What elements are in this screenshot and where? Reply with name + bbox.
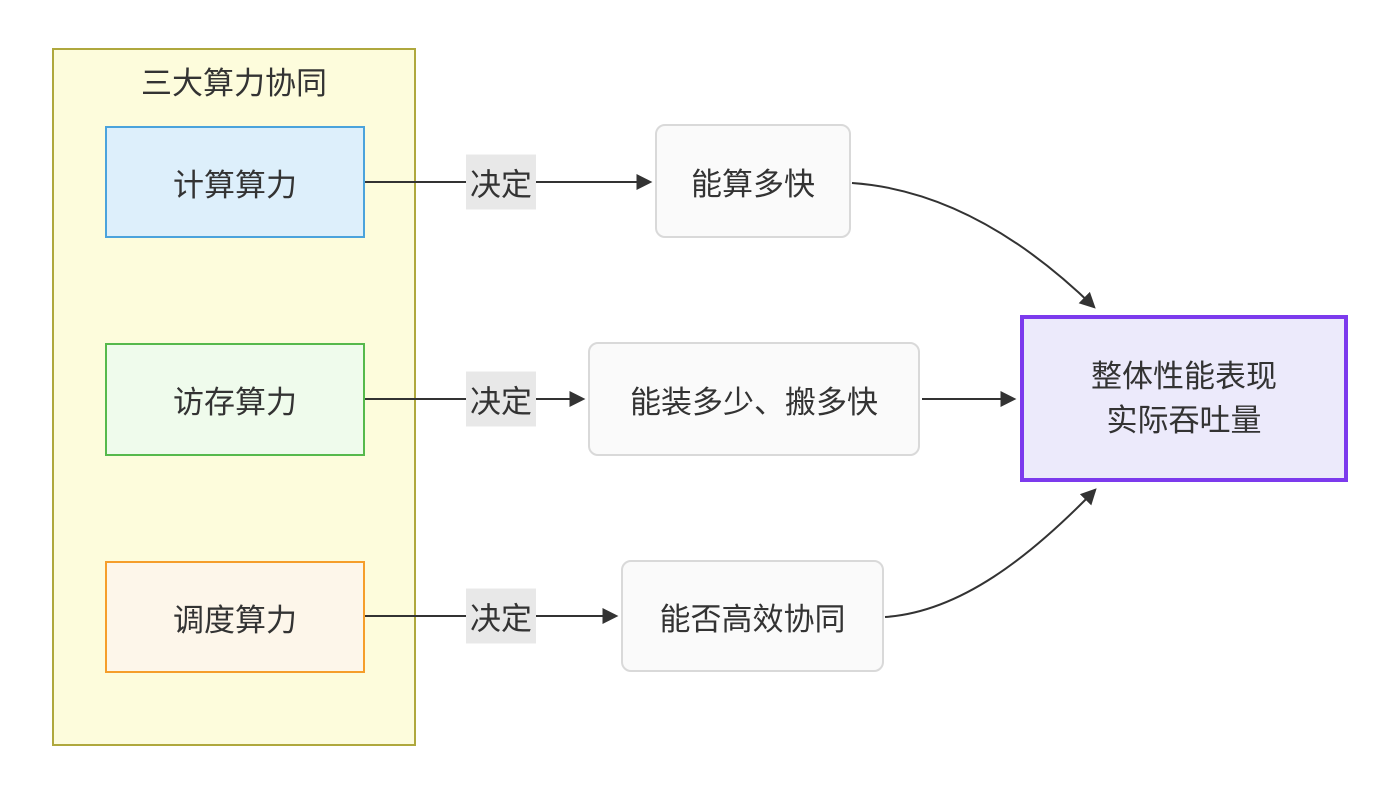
node-scheduling-power-label: 调度算力	[173, 602, 297, 638]
node-how-fast-compute-label: 能算多快	[691, 166, 815, 202]
group-title: 三大算力协同	[141, 66, 327, 101]
edge-label-decide-1: 决定	[466, 154, 536, 210]
node-capacity-and-move-speed: 能装多少、搬多快	[588, 342, 920, 456]
node-scheduling-power: 调度算力	[105, 561, 365, 673]
node-efficient-coordination: 能否高效协同	[621, 560, 884, 672]
node-compute-power: 计算算力	[105, 126, 365, 238]
node-memory-access-power: 访存算力	[105, 343, 365, 456]
node-efficient-coordination-label: 能否高效协同	[659, 601, 846, 637]
node-capacity-and-move-speed-label: 能装多少、搬多快	[630, 384, 878, 420]
node-memory-access-power-label: 访存算力	[173, 385, 297, 420]
node-overall-performance: 整体性能表现 实际吞吐量	[1020, 315, 1348, 482]
node-compute-power-label: 计算算力	[173, 167, 297, 203]
node-overall-performance-line1: 整体性能表现	[1091, 358, 1277, 394]
edge-label-decide-3: 决定	[466, 588, 536, 644]
arrow-outcome1-to-result	[851, 182, 1096, 309]
node-overall-performance-line2: 实际吞吐量	[1106, 402, 1262, 438]
arrow-outcome3-to-result	[884, 488, 1097, 618]
edge-label-decide-2: 决定	[466, 371, 536, 427]
node-how-fast-compute: 能算多快	[655, 124, 851, 238]
